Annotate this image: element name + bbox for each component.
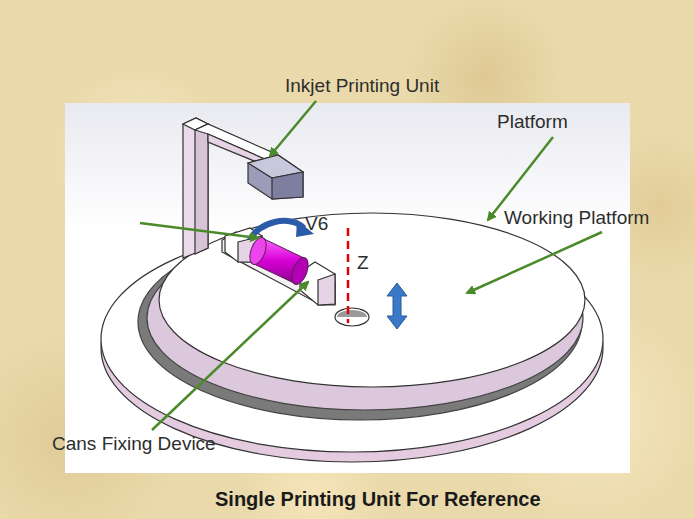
z-axis [347, 228, 350, 323]
cans-fixing-device [222, 228, 335, 305]
support-column [195, 124, 208, 254]
support-column [183, 118, 208, 258]
leader-line [270, 101, 316, 156]
leader-line [140, 101, 602, 430]
white-panel [65, 103, 630, 473]
lift-arrow [387, 283, 407, 329]
motion-label: V6 [305, 213, 328, 235]
inkjet-printing-unit [248, 155, 303, 199]
working-platform [159, 213, 585, 387]
part-label: Working Platform [504, 207, 649, 229]
axis-label: Z [357, 252, 369, 274]
leader-line [152, 282, 308, 430]
center-hole [335, 308, 369, 326]
z-axis [348, 228, 349, 323]
leader-line [140, 223, 258, 238]
support-column [183, 118, 208, 258]
inkjet-printing-unit [272, 172, 303, 199]
white-panel [65, 103, 630, 473]
center-hole [335, 308, 369, 326]
part-label: Inkjet Printing Unit [285, 75, 439, 97]
rotation-arrow [250, 220, 314, 240]
inkjet-printing-unit [248, 155, 303, 199]
center-hole [337, 310, 367, 317]
lift-arrow [387, 283, 407, 329]
working-platform [159, 213, 585, 387]
can [247, 235, 270, 266]
cans-fixing-device [222, 232, 335, 305]
part-label: Cans Fixing Device [52, 433, 216, 455]
can [247, 235, 312, 286]
cans-fixing-device [318, 274, 335, 305]
part-label: Platform [497, 111, 568, 133]
caption: Single Printing Unit For Reference [215, 487, 541, 511]
leader-line [467, 232, 602, 293]
can [289, 255, 312, 286]
